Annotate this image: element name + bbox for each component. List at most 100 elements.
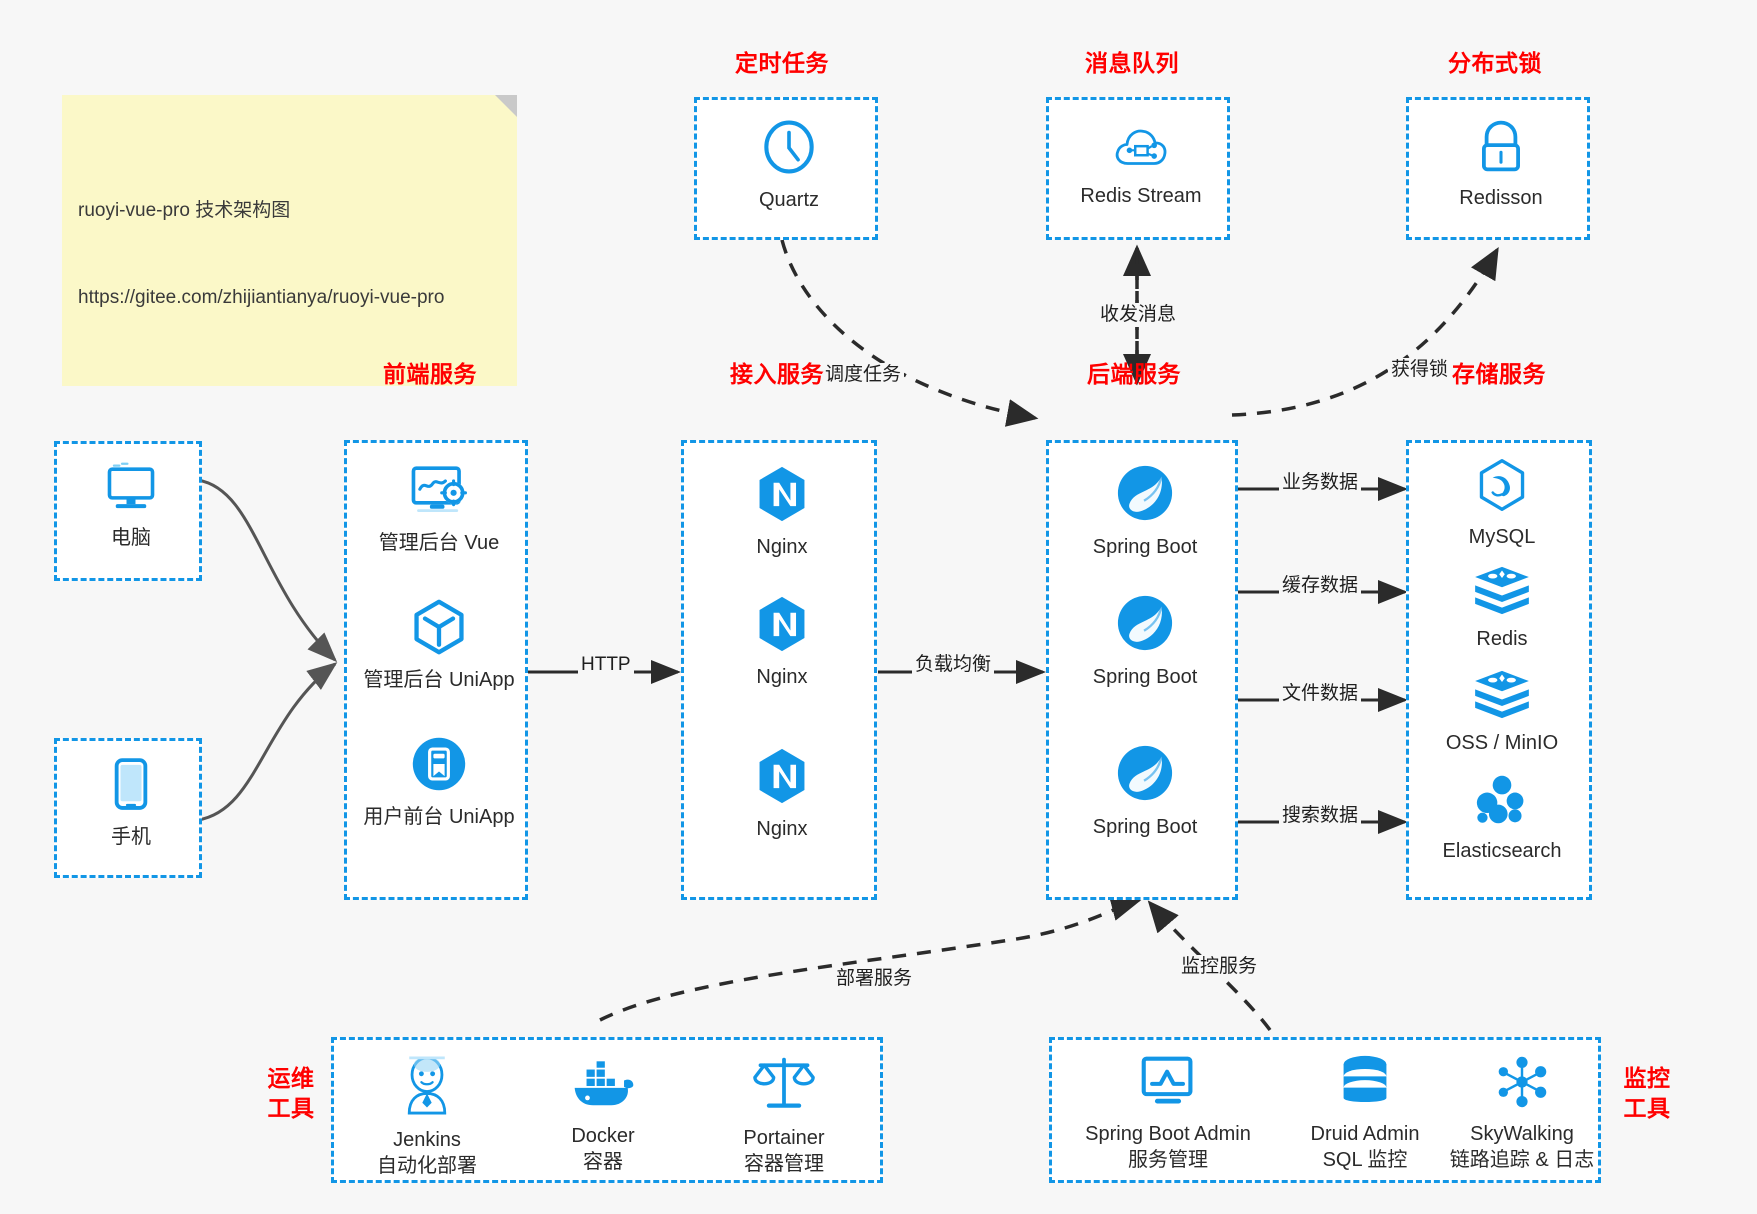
nginx-icon [755,595,809,658]
group-frontend: 管理后台 Vue 管理后台 UniApp [344,440,528,900]
note-line-2: https://gitee.com/zhijiantianya/ruoyi-vu… [78,287,445,308]
node-phone[interactable]: 手机 [57,757,205,850]
node-label: Quartz [758,189,820,211]
node-spring-boot-admin[interactable]: Spring Boot Admin 服务管理 [1058,1054,1278,1173]
group-title-monitor-tools-text: 监控 工具 [1614,1063,1680,1123]
group-device-phone: 手机 [54,738,202,878]
node-mysql[interactable]: MySQL [1409,457,1595,550]
nginx-icon [755,465,809,528]
group-title-message-queue: 消息队列 [1085,50,1179,76]
group-title-distributed-lock: 分布式锁 [1448,50,1542,76]
node-sublabel: 自动化部署 [377,1155,477,1177]
sticky-note: ruoyi-vue-pro 技术架构图 https://gitee.com/zh… [62,95,517,386]
node-redisson[interactable]: Redisson [1409,118,1593,211]
node-nginx-2[interactable]: Nginx [684,595,880,690]
node-label: Spring Boot Admin [1085,1123,1251,1145]
node-nginx-3[interactable]: Nginx [684,747,880,842]
node-jenkins[interactable]: Jenkins 自动化部署 [344,1054,510,1179]
group-message-queue: Redis Stream [1046,97,1230,240]
redis-stack-icon [1472,565,1532,620]
node-label: Redis [1476,628,1528,650]
node-spring-boot-3[interactable]: Spring Boot [1049,743,1241,840]
node-label: MySQL [1468,526,1536,548]
node-admin-vue[interactable]: 管理后台 Vue [347,463,531,556]
node-label: Jenkins [393,1129,461,1151]
node-nginx-1[interactable]: Nginx [684,465,880,560]
nginx-icon [755,747,809,810]
monitor-title-line-2: 工具 [1623,1095,1671,1121]
node-label: Docker [571,1125,635,1147]
edge-phone-to-frontend [197,662,338,822]
node-computer[interactable]: 电脑 [57,462,205,551]
edge-label-business-data: 业务数据 [1279,471,1362,495]
monitor-title-line-1: 监控 [1623,1065,1671,1091]
group-title-frontend: 前端服务 [383,361,477,387]
edge-label-cache-data: 缓存数据 [1279,574,1362,598]
node-label: Nginx [756,666,808,688]
spring-leaf-icon [1115,463,1175,528]
node-label: OSS / MinIO [1445,732,1559,754]
cloud-node-icon [1113,122,1169,177]
skywalking-icon [1493,1054,1551,1115]
node-elasticsearch[interactable]: Elasticsearch [1409,773,1595,864]
node-label: 电脑 [111,527,151,549]
mobile-app-icon [410,735,468,798]
group-scheduled-task: Quartz [694,97,878,240]
node-sublabel: 链路追踪 & 日志 [1449,1149,1595,1171]
node-admin-uniapp[interactable]: 管理后台 UniApp [347,598,531,693]
database-icon [1338,1054,1392,1115]
edge-quartz-to-backend [780,239,1039,427]
node-label: Spring Boot [1092,536,1198,558]
note-line-1: ruoyi-vue-pro 技术架构图 [78,200,291,221]
node-sublabel: SQL 监控 [1322,1149,1408,1171]
node-label: SkyWalking [1470,1123,1574,1145]
note-fold-corner [495,95,517,117]
node-docker[interactable]: Docker 容器 [520,1060,686,1175]
mobile-icon [109,757,153,818]
edge-label-load-balance: 负载均衡 [912,653,995,677]
node-redis[interactable]: Redis [1409,565,1595,652]
edge-label-deploy-service: 部署服务 [833,967,916,991]
node-spring-boot-1[interactable]: Spring Boot [1049,463,1241,560]
group-monitor-tools: Spring Boot Admin 服务管理 Druid Admin SQL 监… [1049,1037,1601,1183]
desktop-icon [102,462,160,519]
node-sublabel: 容器管理 [744,1153,824,1175]
spring-leaf-icon [1115,593,1175,658]
edge-label-monitor-service: 监控服务 [1178,955,1261,979]
node-label: 管理后台 UniApp [363,669,515,691]
node-spring-boot-2[interactable]: Spring Boot [1049,593,1241,690]
node-quartz[interactable]: Quartz [697,118,881,213]
group-backend: Spring Boot Spring Boot Spring Boot [1046,440,1238,900]
node-label: Nginx [756,818,808,840]
monitor-chart-icon [1138,1054,1198,1115]
node-label: Redis Stream [1080,185,1202,207]
group-distributed-lock: Redisson [1406,97,1590,240]
node-user-uniapp[interactable]: 用户前台 UniApp [347,735,531,830]
group-title-storage: 存储服务 [1452,361,1546,387]
node-oss-minio[interactable]: OSS / MinIO [1409,669,1595,756]
scales-icon [753,1054,815,1119]
mysql-dolphin-icon [1474,457,1530,518]
node-redis-stream[interactable]: Redis Stream [1049,122,1233,209]
group-device-computer: 电脑 [54,441,202,581]
node-label: Nginx [756,536,808,558]
group-title-gateway: 接入服务 [730,361,824,387]
group-storage: MySQL Redis [1406,440,1592,900]
group-title-backend: 后端服务 [1087,361,1181,387]
elasticsearch-icon [1474,773,1530,832]
edge-label-schedule-task: 调度任务 [822,363,905,387]
node-druid-admin[interactable]: Druid Admin SQL 监控 [1282,1054,1448,1173]
node-label: Druid Admin [1310,1123,1420,1145]
node-portainer[interactable]: Portainer 容器管理 [696,1054,872,1177]
group-ops-tools: Jenkins 自动化部署 [331,1037,883,1183]
node-sublabel: 服务管理 [1128,1149,1208,1171]
edge-label-http: HTTP [578,653,634,677]
node-label: Portainer [743,1127,825,1149]
node-label: Spring Boot [1092,666,1198,688]
clock-icon [760,118,818,181]
node-label: Redisson [1459,187,1543,209]
spring-leaf-icon [1115,743,1175,808]
node-skywalking[interactable]: SkyWalking 链路追踪 & 日志 [1432,1054,1612,1173]
node-label: 用户前台 UniApp [363,806,515,828]
